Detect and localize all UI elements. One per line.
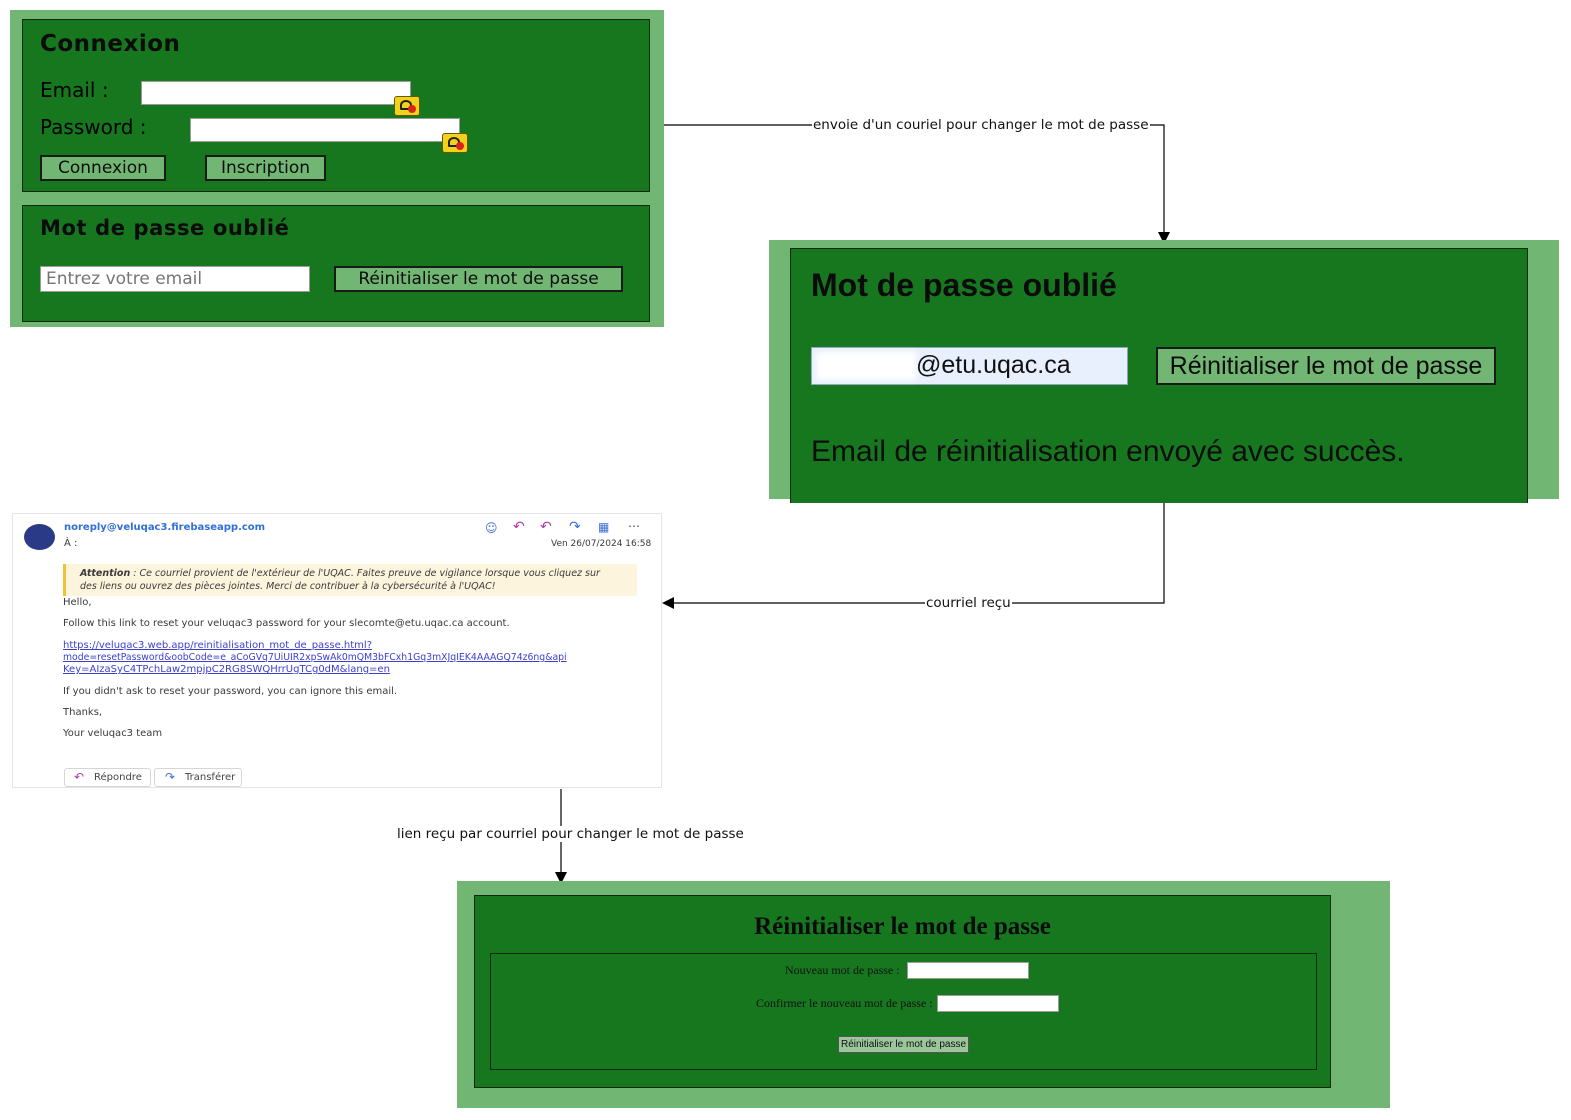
warning-bold: Attention <box>80 568 131 579</box>
warning-text: : Ce courriel provient de l'extérieur de… <box>130 568 600 579</box>
password-manager-icon[interactable] <box>442 133 468 153</box>
thanks: Thanks, <box>63 707 103 718</box>
login-screen: Connexion Email : Password : Connexion I… <box>10 10 664 327</box>
forward-button[interactable]: ↷ Transférer <box>154 768 242 787</box>
ignore-line: If you didn't ask to reset your password… <box>63 686 398 697</box>
password-label: Password : <box>40 115 147 139</box>
body-line: Follow this link to reset your veluqac3 … <box>63 618 510 629</box>
forward-icon[interactable]: ↷ <box>569 519 581 535</box>
emoji-icon[interactable]: ☺ <box>485 521 498 535</box>
login-title: Connexion <box>40 31 181 57</box>
sent-email-field[interactable]: @etu.uqac.ca <box>811 347 1128 385</box>
connector-email-received <box>662 499 1165 609</box>
forgot-password-sent-title: Mot de passe oublié <box>811 267 1117 303</box>
warning-line-2: des liens ou ouvrez des pièces jointes. … <box>80 581 496 592</box>
reset-password-title: Réinitialiser le mot de passe <box>754 913 1051 940</box>
confirm-password-field[interactable] <box>937 995 1059 1012</box>
password-field[interactable] <box>190 118 460 142</box>
connector-label-email-received: courriel reçu <box>925 595 1012 611</box>
confirm-password-label: Confirmer le nouveau mot de passe : <box>756 996 933 1010</box>
reset-password-screen: Réinitialiser le mot de passe Nouveau mo… <box>457 881 1390 1108</box>
reset-password-button[interactable]: Réinitialiser le mot de passe <box>1156 347 1496 385</box>
forgot-password-form: Mot de passe oublié Réinitialiser le mot… <box>22 205 650 322</box>
to-label: À : <box>64 538 78 549</box>
reset-link-line-2[interactable]: mode=resetPassword&oobCode=e_aCoGVq7UiUI… <box>63 652 567 663</box>
more-icon[interactable]: ⋯ <box>628 519 640 533</box>
connector-send-email <box>664 124 1170 244</box>
signature: Your veluqac3 team <box>63 728 163 739</box>
new-password-field[interactable] <box>907 962 1029 979</box>
reply-button-icon: ↶ <box>74 770 85 784</box>
reply-button[interactable]: ↶ Répondre <box>64 768 151 787</box>
sent-email-value: @etu.uqac.ca <box>916 351 1071 379</box>
reply-icon[interactable]: ↶ <box>513 519 525 535</box>
email-date: Ven 26/07/2024 16:58 <box>551 539 652 549</box>
sender-avatar <box>24 524 55 550</box>
connector-label-link-received: lien reçu par courriel pour changer le m… <box>396 826 745 842</box>
forgot-password-sent-screen: Mot de passe oublié @etu.uqac.ca Réiniti… <box>769 240 1559 503</box>
reset-password-container: Réinitialiser le mot de passe Nouveau mo… <box>474 895 1331 1088</box>
sender-address[interactable]: noreply@veluqac3.firebaseapp.com <box>64 522 266 533</box>
forward-button-label: Transférer <box>185 772 236 783</box>
forgot-password-sent-form: Mot de passe oublié @etu.uqac.ca Réiniti… <box>790 248 1528 503</box>
success-message: Email de réinitialisation envoyé avec su… <box>811 435 1405 468</box>
login-form: Connexion Email : Password : Connexion I… <box>22 19 650 192</box>
login-button[interactable]: Connexion <box>40 155 166 181</box>
signup-button[interactable]: Inscription <box>205 155 326 181</box>
email-label: Email : <box>40 78 109 102</box>
forward-button-icon: ↷ <box>165 770 176 784</box>
submit-reset-button[interactable]: Réinitialiser le mot de passe <box>838 1036 969 1053</box>
reply-all-icon[interactable]: ↶ <box>540 519 552 535</box>
new-password-label: Nouveau mot de passe : <box>785 963 900 977</box>
warning-line-1: Attention : Ce courriel provient de l'ex… <box>80 568 600 579</box>
reply-button-label: Répondre <box>94 772 142 783</box>
password-manager-icon[interactable] <box>394 96 420 116</box>
reset-password-button[interactable]: Réinitialiser le mot de passe <box>334 266 623 292</box>
external-warning-banner: Attention : Ce courriel provient de l'ex… <box>63 564 637 596</box>
forgot-email-input[interactable] <box>40 266 310 292</box>
greeting: Hello, <box>63 597 92 608</box>
apps-icon[interactable]: ▦ <box>598 520 610 534</box>
reset-link-line-1[interactable]: https://veluqac3.web.app/reinitialisatio… <box>63 640 373 651</box>
connector-label-send-email: envoie d'un couriel pour changer le mot … <box>812 117 1150 133</box>
email-field[interactable] <box>141 81 411 105</box>
redacted-email-blur <box>816 352 916 380</box>
reset-password-form: Nouveau mot de passe : Confirmer le nouv… <box>490 953 1317 1070</box>
forgot-password-title: Mot de passe oublié <box>40 216 290 240</box>
reset-email-message: noreply@veluqac3.firebaseapp.com À : Ven… <box>12 513 662 788</box>
reset-link-line-3[interactable]: Key=AIzaSyC4TPchLaw2mpjpC2RG8SWQHrrUgTCg… <box>63 664 390 675</box>
